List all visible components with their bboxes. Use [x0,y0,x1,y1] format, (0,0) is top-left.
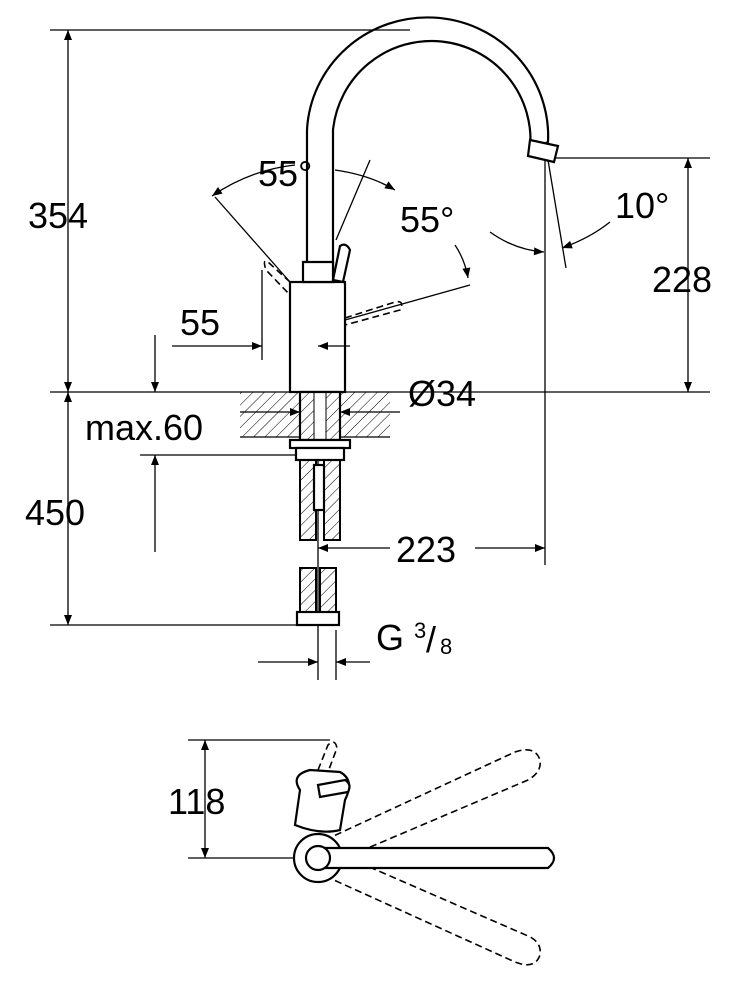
dimension-arrows [64,30,692,859]
top-view-depth-label: 118 [168,781,225,822]
spout-reach-label: 223 [396,529,456,570]
svg-text:3: 3 [414,618,426,643]
faucet-side-view [211,16,611,394]
connection-thread-label: G 3 / 8 [376,617,452,660]
hose-length-label: 450 [25,492,85,533]
body-diameter-label: Ø34 [408,373,476,414]
reference-lines [50,29,710,680]
counter-section [240,390,390,627]
svg-text:8: 8 [440,634,452,659]
lever-offset-label: 55 [180,302,220,343]
lever-angle-left-label: 55° [258,153,312,194]
svg-text:/: / [426,619,436,660]
total-height-label: 354 [28,195,88,236]
lever-angle-right-label: 55° [400,199,454,240]
svg-text:G: G [376,617,404,658]
spout-angle-label: 10° [615,185,669,226]
max-counter-thickness-label: max.60 [85,407,203,448]
faucet-top-view [292,741,556,966]
spout-outlet-height-label: 228 [652,259,712,300]
